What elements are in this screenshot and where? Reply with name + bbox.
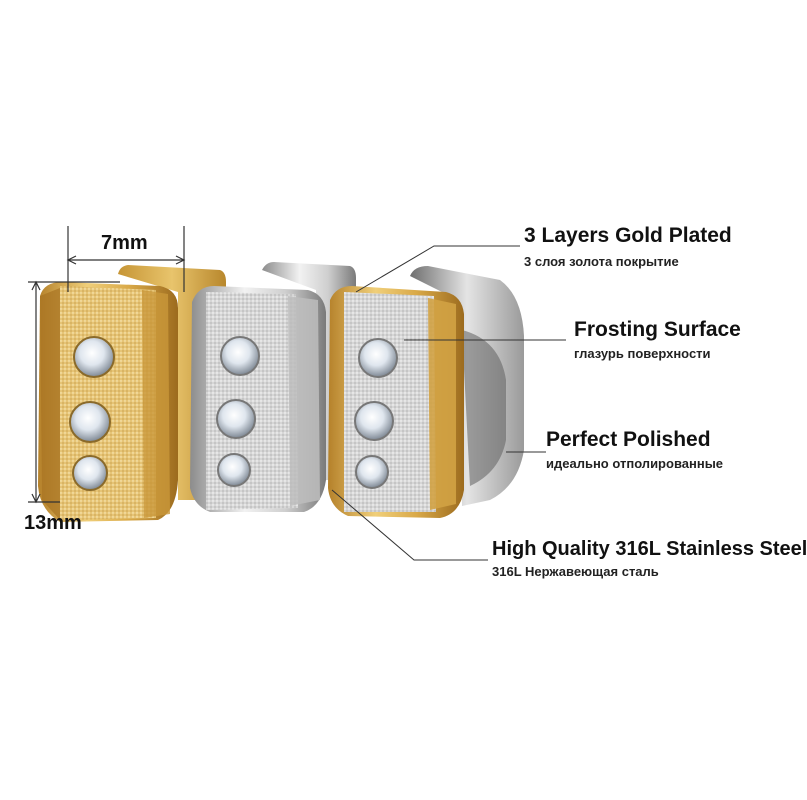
silver-earring-crystals: [216, 336, 260, 487]
feature-title: 3 Layers Gold Plated: [524, 224, 732, 247]
crystal: [220, 336, 260, 376]
crystal: [358, 338, 398, 378]
two-tone-earring-back: [410, 266, 524, 506]
feature-title: Frosting Surface: [574, 318, 741, 341]
height-dimension: [28, 280, 120, 504]
feature-title: Perfect Polished: [546, 428, 711, 451]
width-label: 7mm: [101, 232, 148, 254]
feature-subtitle: глазурь поверхности: [574, 346, 711, 361]
callout-lines: [331, 245, 566, 561]
crystal: [354, 401, 394, 441]
crystal: [216, 399, 256, 439]
crystal: [72, 455, 108, 491]
feature-subtitle: 316L Нержавеющая сталь: [492, 564, 659, 579]
gold-earring: [38, 282, 178, 522]
two-tone-earring: [328, 286, 464, 518]
gold-earring-crystals: [69, 336, 115, 491]
crystal: [69, 401, 111, 443]
feature-subtitle: идеально отполированные: [546, 456, 724, 471]
feature-title: High Quality 316L Stainless Steel: [492, 538, 807, 560]
silver-earring: [190, 286, 326, 512]
two-tone-earring-crystals: [354, 338, 398, 489]
crystal: [73, 336, 115, 378]
crystal: [217, 453, 251, 487]
height-label: 13mm: [24, 512, 82, 534]
feature-subtitle: 3 слоя золота покрытие: [524, 254, 679, 269]
callout-gold-plated: [355, 245, 520, 293]
callout-steel: [331, 489, 488, 561]
crystal: [355, 455, 389, 489]
width-dimension: [66, 226, 186, 292]
